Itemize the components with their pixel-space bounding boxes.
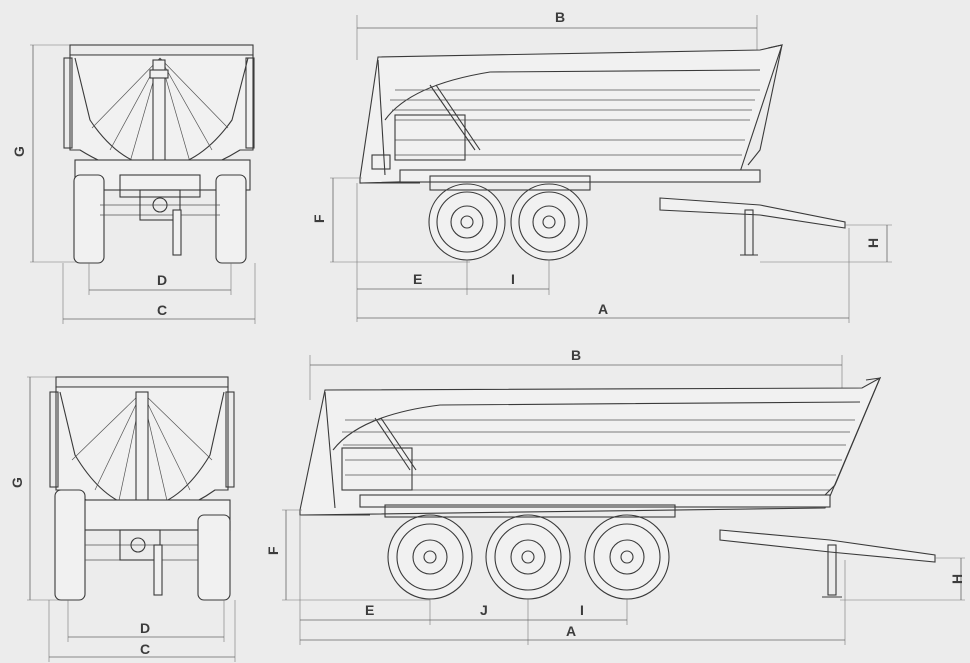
dim-h-label: H xyxy=(865,238,881,248)
dim-f-label: F xyxy=(311,214,327,223)
dim-h2-label: H xyxy=(949,574,965,584)
dim-c-label: C xyxy=(157,302,167,318)
dim-e2-label: E xyxy=(365,602,374,618)
dim-i-label: I xyxy=(511,271,515,287)
dim-b-label: B xyxy=(555,9,565,25)
side-view-top: B xyxy=(311,9,892,323)
dim-j-label: J xyxy=(480,602,488,618)
wheel-1-bottom xyxy=(387,514,473,600)
dim-d-label: D xyxy=(157,272,167,288)
front-view-bottom: G D C xyxy=(9,376,236,662)
wheel-front-top xyxy=(428,183,506,261)
dim-e-label: E xyxy=(413,271,422,287)
dim-g-label: G xyxy=(11,146,27,157)
dim-d2-label: D xyxy=(140,620,150,636)
wheel-2-bottom xyxy=(485,514,571,600)
dim-f2-label: F xyxy=(265,546,281,555)
dim-a2-label: A xyxy=(566,623,576,639)
dim-g2-label: G xyxy=(9,477,25,488)
dim-b2-label: B xyxy=(571,347,581,363)
dim-a-label: A xyxy=(598,301,608,317)
dim-c2-label: C xyxy=(140,641,150,657)
wheel-rear-top xyxy=(510,183,588,261)
front-view-top: G D C xyxy=(11,44,256,324)
dim-i2-label: I xyxy=(580,602,584,618)
wheel-3-bottom xyxy=(584,514,670,600)
side-view-bottom: B xyxy=(265,347,965,645)
